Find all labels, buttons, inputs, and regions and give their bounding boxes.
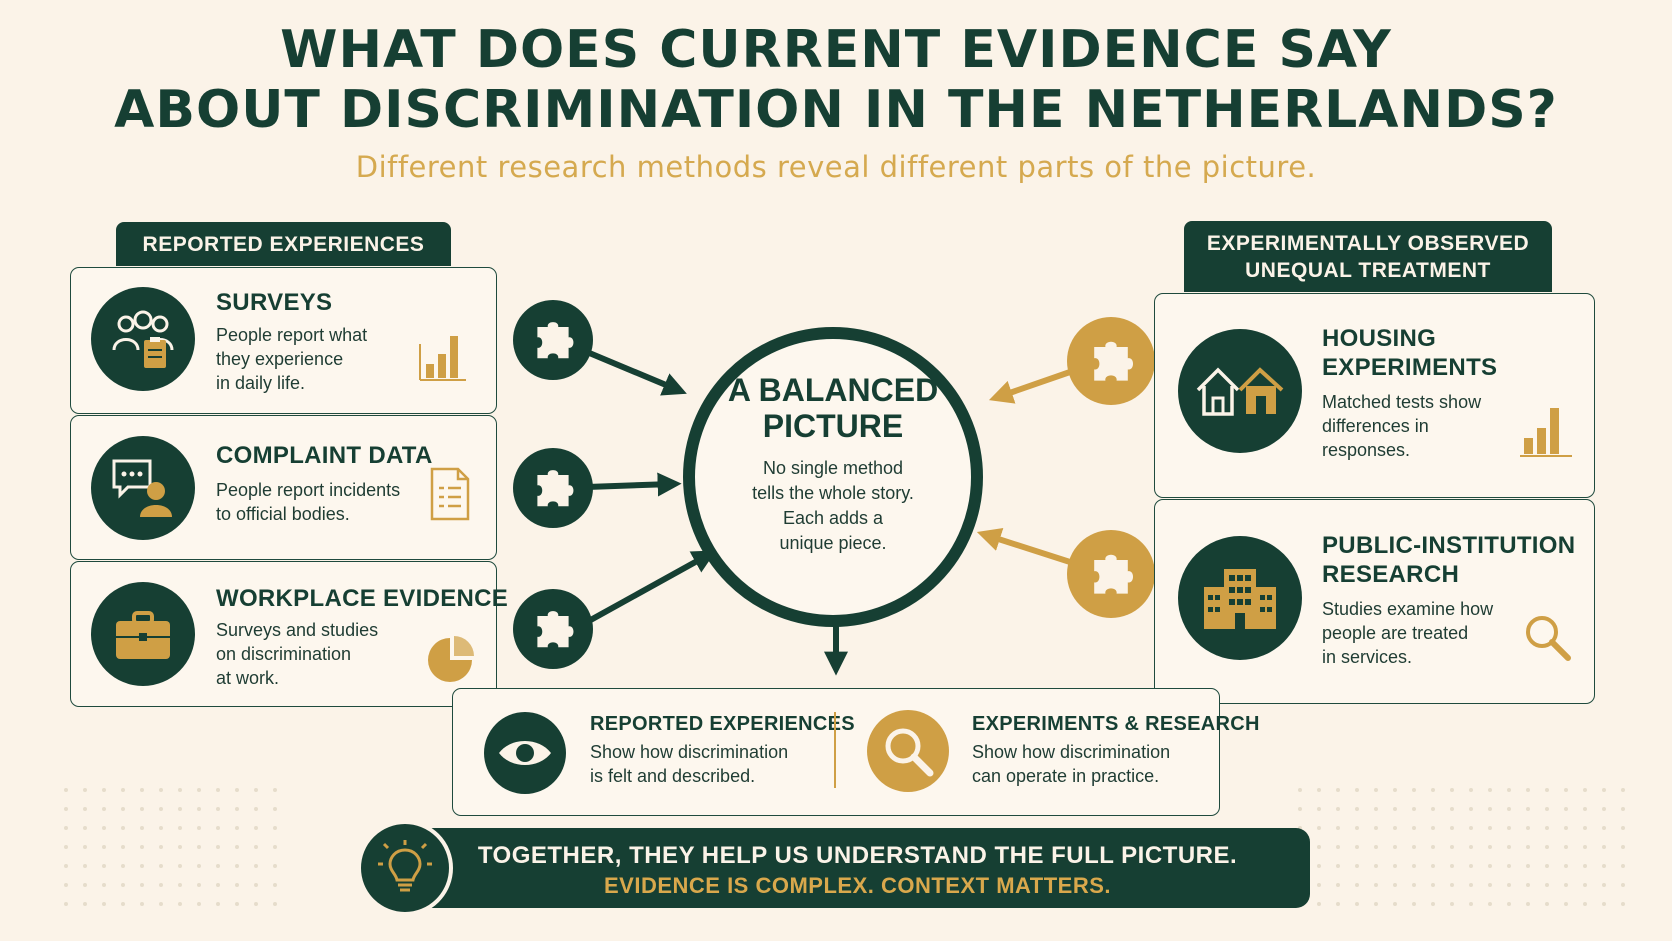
puzzle-piece-right-2	[1067, 530, 1155, 618]
card-public-institution-research-title-line: PUBLIC-INSTITUTION	[1322, 532, 1576, 559]
summary-divider	[834, 712, 836, 788]
card-surveys-title: SURVEYS	[216, 289, 333, 316]
card-workplace-evidence-desc-line: at work.	[216, 668, 280, 688]
card-complaint-data-desc-line: to official bodies.	[216, 504, 350, 524]
document-icon	[430, 467, 470, 521]
card-housing-experiments-desc-line: Matched tests show	[1322, 392, 1482, 412]
card-public-institution-research-title: PUBLIC-INSTITUTION RESEARCH	[1322, 531, 1575, 589]
building-icon	[1178, 536, 1302, 660]
speech-bubble-person-icon	[91, 436, 195, 540]
tab-experimentally-observed-label-line1: EXPERIMENTALLY OBSERVED	[1206, 231, 1530, 255]
card-workplace-evidence-desc-line: on discrimination	[216, 644, 352, 664]
card-surveys-desc-line: they experience	[216, 349, 344, 369]
summary-left-desc-line: is felt and described.	[590, 766, 756, 786]
card-housing-experiments-title-line: HOUSING	[1322, 325, 1437, 352]
card-public-institution-research-desc-line: people are treated	[1322, 623, 1469, 643]
tab-reported-experiences-label: REPORTED EXPERIENCES	[142, 232, 425, 256]
eye-icon	[484, 712, 566, 794]
card-workplace-evidence-desc-line: Surveys and studies	[216, 620, 379, 640]
card-housing-experiments-title: HOUSING EXPERIMENTS	[1322, 324, 1497, 382]
center-title-line: PICTURE	[762, 408, 904, 444]
card-public-institution-research-title-line: RESEARCH	[1322, 561, 1460, 588]
center-balanced-picture-title: A BALANCED PICTURE	[703, 372, 963, 444]
puzzle-piece-left-3	[513, 589, 593, 669]
center-balanced-picture-description: No single method tells the whole story. …	[723, 456, 943, 556]
card-public-institution-research-description: Studies examine how people are treated i…	[1322, 597, 1493, 669]
puzzle-piece-left-1	[513, 300, 593, 380]
banner-subline: EVIDENCE IS COMPLEX. CONTEXT MATTERS.	[603, 873, 1112, 898]
card-complaint-data-desc-line: People report incidents	[216, 480, 401, 500]
center-desc-line: No single method	[762, 458, 904, 478]
bar-chart-icon	[419, 336, 466, 381]
summary-experiments-research-description: Show how discrimination can operate in p…	[972, 740, 1170, 788]
summary-right-desc-line: Show how discrimination	[972, 742, 1171, 762]
houses-icon	[1178, 329, 1302, 453]
conclusion-banner	[405, 828, 1310, 908]
page-title-line1: WHAT DOES CURRENT EVIDENCE SAY	[280, 20, 1392, 80]
card-public-institution-research-desc-line: Studies examine how	[1322, 599, 1494, 619]
banner-headline: TOGETHER, THEY HELP US UNDERSTAND THE FU…	[477, 842, 1238, 869]
center-desc-line: tells the whole story.	[752, 483, 914, 503]
puzzle-piece-right-1	[1067, 317, 1155, 405]
summary-right-desc-line: can operate in practice.	[972, 766, 1160, 786]
lightbulb-icon	[357, 820, 453, 916]
magnifier-icon	[1526, 616, 1571, 661]
briefcase-icon	[91, 582, 195, 686]
card-workplace-evidence-description: Surveys and studies on discrimination at…	[216, 618, 378, 690]
connector-arrows	[585, 349, 1071, 676]
center-desc-line: Each adds a	[782, 508, 884, 528]
page-title-line2: ABOUT DISCRIMINATION IN THE NETHERLANDS?	[114, 80, 1558, 140]
tab-experimentally-observed-label-line2: UNEQUAL TREATMENT	[1245, 258, 1491, 282]
summary-reported-experiences-description: Show how discrimination is felt and desc…	[590, 740, 788, 788]
pie-chart-icon	[428, 636, 474, 682]
magnifier-icon	[867, 710, 949, 792]
card-housing-experiments-desc-line: differences in	[1322, 416, 1429, 436]
summary-experiments-research-title: EXPERIMENTS & RESEARCH	[972, 713, 1260, 735]
bar-chart-icon	[1520, 408, 1572, 457]
card-surveys-desc-line: People report what	[216, 325, 368, 345]
tab-experimentally-observed: EXPERIMENTALLY OBSERVED UNEQUAL TREATMEN…	[1184, 221, 1552, 292]
card-surveys-desc-line: in daily life.	[216, 373, 306, 393]
center-title-line: A BALANCED	[727, 372, 939, 408]
center-desc-line: unique piece.	[779, 533, 887, 553]
summary-reported-experiences-title: REPORTED EXPERIENCES	[590, 713, 855, 735]
people-clipboard-icon	[91, 287, 195, 391]
card-surveys-description: People report what they experience in da…	[216, 323, 367, 395]
tab-reported-experiences: REPORTED EXPERIENCES	[116, 222, 451, 266]
card-complaint-data-title: COMPLAINT DATA	[216, 442, 433, 469]
card-complaint-data-description: People report incidents to official bodi…	[216, 478, 400, 526]
card-housing-experiments-title-line: EXPERIMENTS	[1322, 354, 1498, 381]
card-workplace-evidence-title: WORKPLACE EVIDENCE	[216, 585, 509, 612]
card-housing-experiments-desc-line: responses.	[1322, 440, 1411, 460]
summary-left-desc-line: Show how discrimination	[590, 742, 789, 762]
card-public-institution-research-desc-line: in services.	[1322, 647, 1413, 667]
puzzle-piece-left-2	[513, 448, 593, 528]
page-subtitle: Different research methods reveal differ…	[355, 150, 1317, 184]
card-housing-experiments-description: Matched tests show differences in respon…	[1322, 390, 1481, 462]
summary-box	[452, 688, 1220, 816]
